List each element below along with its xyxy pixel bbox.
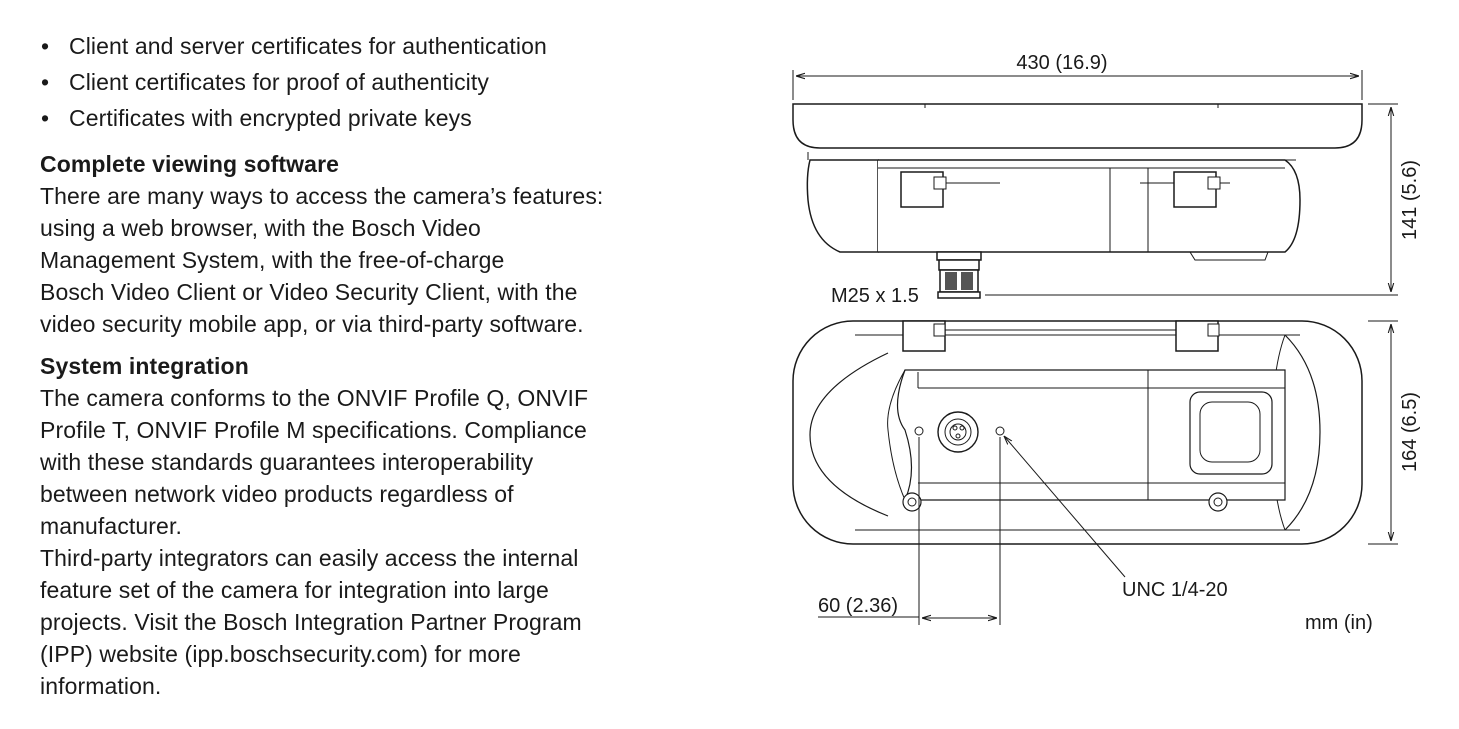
section-heading: System integration (40, 353, 249, 379)
section-system-integration: System integration The camera conforms t… (40, 350, 720, 702)
text-line: using a web browser, with the Bosch Vide… (40, 215, 481, 241)
list-item: • Certificates with encrypted private key… (40, 102, 720, 138)
text-line: feature set of the camera for integratio… (40, 577, 549, 603)
depth-label: 164 (6.5) (1399, 392, 1421, 472)
thread-label: UNC 1/4-20 (1122, 579, 1228, 601)
height-dimension: 141 (5.6) (985, 103, 1421, 296)
bullet-icon: • (41, 105, 50, 131)
text-line: Third-party integrators can easily acces… (40, 545, 579, 571)
units-label: mm (in) (1305, 612, 1373, 634)
section-viewing-software: Complete viewing software There are many… (40, 148, 720, 340)
gland-label: M25 x 1.5 (831, 285, 919, 307)
depth-dimension: 164 (6.5) (1368, 320, 1421, 545)
height-label: 141 (5.6) (1399, 160, 1421, 240)
text-line: with these standards guarantees interope… (40, 449, 534, 475)
text-line: manufacturer. (40, 513, 182, 539)
bullet-icon: • (41, 69, 50, 95)
text-line: video security mobile app, or via third-… (40, 311, 584, 337)
bullet-icon: • (41, 33, 50, 59)
side-view: M25 x 1.5 (792, 103, 1363, 307)
section-heading: Complete viewing software (40, 151, 340, 177)
section-body: There are many ways to access the camera… (40, 180, 720, 340)
text-line: Bosch Video Client or Video Security Cli… (40, 279, 578, 305)
text-line: Management System, with the free-of-char… (40, 247, 505, 273)
width-label: 430 (16.9) (1016, 52, 1107, 74)
list-item: • Client certificates for proof of authen… (40, 66, 720, 102)
text-line: There are many ways to access the camera… (40, 183, 604, 209)
width-dimension: 430 (16.9) (792, 52, 1363, 100)
text-line: (IPP) website (ipp.boschsecurity.com) fo… (40, 641, 521, 667)
top-view (792, 320, 1363, 545)
text-line: Profile T, ONVIF Profile M specification… (40, 417, 587, 443)
section-body: The camera conforms to the ONVIF Profile… (40, 382, 720, 702)
text-line: projects. Visit the Bosch Integration Pa… (40, 609, 582, 635)
offset-label: 60 (2.36) (818, 595, 898, 617)
list-item-text: Client and server certificates for authe… (69, 33, 547, 59)
list-item-text: Certificates with encrypted private keys (69, 105, 472, 131)
document-text: • Client and server certificates for auth… (40, 30, 720, 702)
text-line: information. (40, 673, 162, 699)
list-item: • Client and server certificates for auth… (40, 30, 720, 66)
camera-dimension-drawing: 430 (16.9) (792, 52, 1421, 634)
certificate-list: • Client and server certificates for auth… (40, 30, 720, 138)
list-item-text: Client certificates for proof of authent… (69, 69, 489, 95)
thread-callout: UNC 1/4-20 (1004, 436, 1228, 601)
text-line: between network video products regardles… (40, 481, 514, 507)
text-line: The camera conforms to the ONVIF Profile… (40, 385, 589, 411)
dimension-drawing: 430 (16.9) (770, 40, 1421, 640)
offset-dimension: 60 (2.36) (818, 437, 1001, 625)
